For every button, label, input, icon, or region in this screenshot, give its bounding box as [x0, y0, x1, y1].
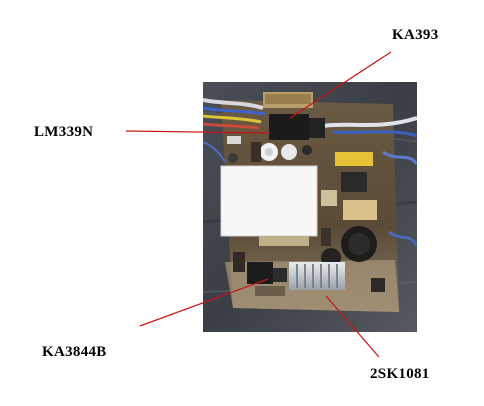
label-ka393: KA393: [392, 27, 439, 43]
label-2sk1081: 2SK1081: [370, 366, 430, 382]
label-lm339n: LM339N: [34, 124, 94, 140]
label-ka3844b: KA3844B: [42, 344, 107, 360]
circuit-board-photo: [203, 82, 417, 332]
